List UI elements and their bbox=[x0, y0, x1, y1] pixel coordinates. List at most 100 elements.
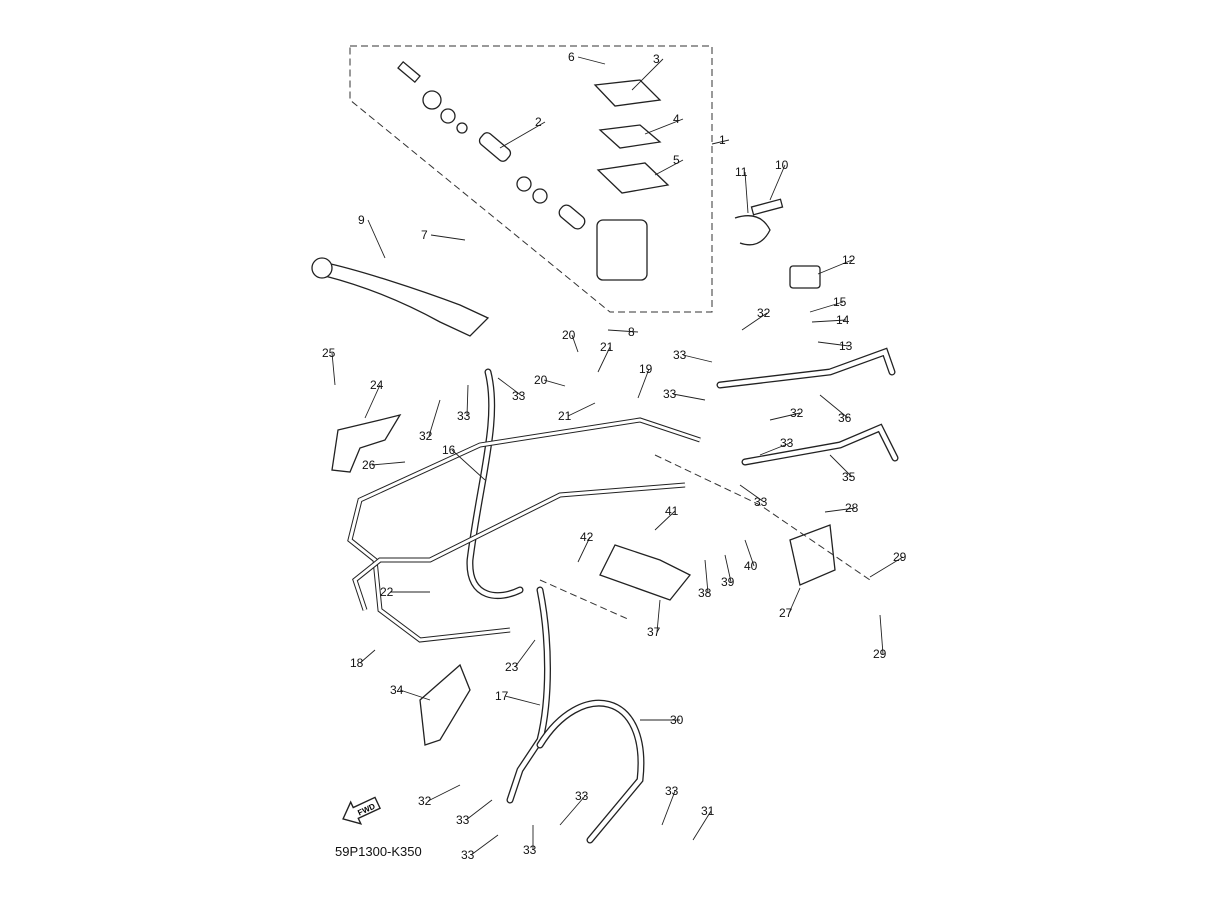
callout-29: 29 bbox=[873, 647, 887, 661]
callout-32: 32 bbox=[418, 794, 432, 808]
callout-33: 33 bbox=[575, 789, 589, 803]
leader-line bbox=[607, 329, 639, 333]
callout-19: 19 bbox=[639, 362, 653, 376]
callout-8: 8 bbox=[628, 325, 635, 339]
master-cylinder-body bbox=[596, 219, 648, 281]
brake-switch bbox=[789, 265, 821, 289]
callout-33: 33 bbox=[461, 848, 475, 862]
leader-line bbox=[869, 556, 904, 578]
callout-4: 4 bbox=[673, 112, 680, 126]
leader-line bbox=[359, 649, 376, 664]
leader-line bbox=[504, 695, 541, 706]
callout-27: 27 bbox=[779, 606, 793, 620]
bolt bbox=[750, 198, 784, 216]
leader-line bbox=[567, 402, 596, 417]
callout-33: 33 bbox=[665, 784, 679, 798]
bracket-27 bbox=[789, 524, 836, 586]
callout-10: 10 bbox=[775, 158, 789, 172]
leader-line bbox=[711, 139, 730, 145]
leader-line bbox=[430, 234, 466, 241]
callout-37: 37 bbox=[647, 625, 661, 639]
leader-line bbox=[829, 454, 853, 478]
relation-line bbox=[654, 454, 871, 581]
leader-line bbox=[819, 394, 849, 419]
callout-23: 23 bbox=[505, 660, 519, 674]
leader-line bbox=[577, 536, 591, 563]
callout-12: 12 bbox=[842, 253, 856, 267]
callout-14: 14 bbox=[836, 313, 850, 327]
leader-line bbox=[428, 399, 441, 437]
piston-kit bbox=[397, 60, 586, 230]
leader-line bbox=[656, 599, 661, 633]
leader-line bbox=[331, 352, 336, 386]
leader-line bbox=[514, 639, 536, 668]
callout-38: 38 bbox=[698, 586, 712, 600]
callout-42: 42 bbox=[580, 530, 594, 544]
callout-32: 32 bbox=[790, 406, 804, 420]
leader-line bbox=[543, 379, 566, 387]
leader-line bbox=[364, 384, 381, 419]
callout-36: 36 bbox=[838, 411, 852, 425]
callout-7: 7 bbox=[421, 228, 428, 242]
leader-line bbox=[811, 319, 847, 323]
leader-line bbox=[809, 301, 844, 313]
callout-20: 20 bbox=[534, 373, 548, 387]
callout-13: 13 bbox=[839, 339, 853, 353]
leader-line bbox=[427, 784, 461, 802]
callout-32: 32 bbox=[419, 429, 433, 443]
leader-line bbox=[744, 171, 749, 214]
callout-6: 6 bbox=[568, 50, 575, 64]
leader-line bbox=[497, 377, 523, 397]
reservoir-cap bbox=[593, 79, 662, 107]
brake-pipes bbox=[347, 417, 701, 643]
leader-line bbox=[682, 354, 713, 363]
callout-2: 2 bbox=[535, 115, 542, 129]
leader-line bbox=[654, 510, 676, 531]
leader-line bbox=[769, 412, 801, 421]
bracket-34 bbox=[419, 663, 471, 746]
leader-line bbox=[744, 539, 755, 567]
callout-5: 5 bbox=[673, 153, 680, 167]
diaphragm-plate bbox=[598, 124, 662, 149]
leader-line bbox=[769, 164, 786, 201]
callout-33: 33 bbox=[512, 389, 526, 403]
leader-line bbox=[597, 346, 611, 373]
leader-line bbox=[739, 484, 765, 503]
callout-35: 35 bbox=[842, 470, 856, 484]
leader-line bbox=[672, 393, 706, 401]
callout-33: 33 bbox=[523, 843, 537, 857]
leader-line bbox=[559, 795, 586, 826]
callout-33: 33 bbox=[663, 387, 677, 401]
callout-39: 39 bbox=[721, 575, 735, 589]
leader-line bbox=[824, 507, 856, 513]
callout-31: 31 bbox=[701, 804, 715, 818]
leader-line bbox=[571, 334, 579, 353]
fwd-arrow-icon: FWD bbox=[342, 796, 381, 825]
callout-15: 15 bbox=[833, 295, 847, 309]
holder bbox=[734, 215, 771, 246]
callout-20: 20 bbox=[562, 328, 576, 342]
callout-18: 18 bbox=[350, 656, 364, 670]
leader-line bbox=[759, 442, 791, 456]
leader-line bbox=[499, 121, 546, 149]
callout-33: 33 bbox=[780, 436, 794, 450]
diagram-code: 59P1300-K350 bbox=[335, 844, 422, 859]
callout-16: 16 bbox=[442, 443, 456, 457]
bracket-24 bbox=[331, 413, 402, 473]
leader-line bbox=[371, 461, 406, 466]
bracket-37 bbox=[599, 544, 692, 601]
callout-22: 22 bbox=[380, 585, 394, 599]
relation-line bbox=[539, 579, 631, 621]
leader-line bbox=[661, 790, 676, 826]
callout-41: 41 bbox=[665, 504, 679, 518]
diaphragm bbox=[596, 162, 670, 194]
callout-11: 11 bbox=[735, 165, 748, 179]
callout-21: 21 bbox=[600, 340, 614, 354]
leader-line bbox=[879, 614, 884, 655]
brake-hoses bbox=[466, 347, 899, 844]
callout-30: 30 bbox=[670, 713, 684, 727]
leader-line bbox=[465, 799, 493, 821]
